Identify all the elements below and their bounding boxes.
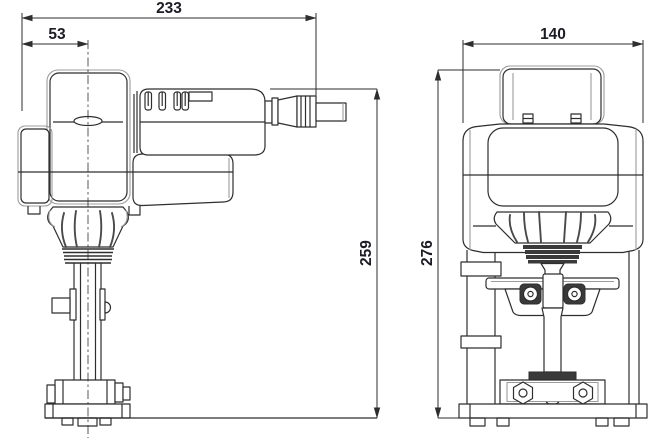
yoke-bracket: [485, 273, 620, 317]
yoke-screw-right: [566, 286, 583, 302]
stem-front: [528, 307, 577, 381]
dim-label-stem-offset: 53: [48, 26, 66, 43]
stem-plate-left: [69, 288, 77, 321]
gearbox-section: [132, 153, 234, 207]
bonnet-bell-front: [473, 211, 633, 244]
dim-stem-offset: 53: [21, 26, 89, 48]
front-view: [458, 65, 648, 427]
pillar-tab-lower: [460, 335, 502, 349]
stem-collar: [528, 371, 577, 381]
dim-label-overall-height: 276: [419, 240, 436, 266]
actuator-head: [46, 69, 131, 205]
valve-stem: [51, 263, 112, 382]
hex-bolt-right: [572, 381, 594, 405]
base-plate-front: [458, 403, 648, 427]
dim-overall-width: 233: [21, 0, 317, 111]
housing-notch: [188, 91, 213, 102]
terminal-pins: [144, 91, 190, 111]
dim-height-housing-top: 259: [270, 88, 381, 419]
housing-top-front: [499, 65, 605, 125]
side-lug: [17, 125, 53, 207]
stem-plate-right: [99, 288, 106, 321]
stem-knob: [51, 297, 71, 314]
cable: [315, 102, 347, 122]
hex-bolt-left: [512, 381, 534, 405]
dimensions: 233 53 140 259 276: [21, 0, 644, 419]
stem-bump: [104, 301, 112, 314]
pillar-tab-upper: [460, 261, 502, 277]
dim-label-height-housing-top: 259: [358, 240, 375, 266]
yoke-pillars: [460, 250, 640, 404]
dim-overall-height: 276: [419, 69, 500, 419]
side-view: [17, 40, 347, 438]
dim-front-width: 140: [462, 26, 644, 123]
dim-label-front-width: 140: [540, 26, 566, 43]
yoke-hub: [542, 273, 564, 309]
head-foot-right: [128, 206, 141, 216]
housing-clips: [522, 113, 582, 124]
dim-label-overall-width: 233: [156, 0, 182, 17]
stem-clamp-side: [46, 379, 131, 405]
stem-clamp-front: [499, 379, 606, 405]
front-panel: [487, 127, 619, 207]
yoke-screw-left: [522, 286, 539, 302]
head-foot-left: [27, 206, 41, 215]
base-plate-side: [44, 403, 131, 427]
cable-gland: [264, 95, 317, 128]
motor-housing: [133, 88, 266, 156]
